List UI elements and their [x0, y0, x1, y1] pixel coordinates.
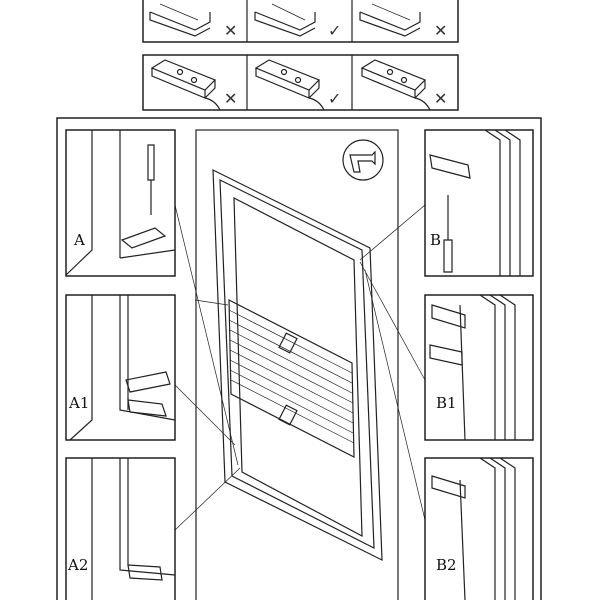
drill-icon [342, 139, 384, 181]
panel-label-b1: B1 [436, 394, 457, 412]
panel-a: A [65, 129, 176, 277]
incorrect-mark: ✕ [434, 89, 447, 108]
drill-icon-glyph [349, 150, 376, 173]
incorrect-mark: ✕ [224, 21, 237, 40]
panel-a1: A1 [65, 294, 176, 441]
correct-mark: ✓ [328, 21, 341, 40]
bracket-drawing [149, 3, 421, 37]
correct-mark: ✓ [328, 89, 341, 108]
panel-b2: B2 [424, 457, 534, 600]
incorrect-mark: ✕ [434, 21, 447, 40]
panel-label-a2: A2 [67, 556, 88, 574]
panel-label-a: A [73, 231, 85, 249]
bracket-comparison-bottom: ✕ ✓ ✕ [142, 54, 459, 111]
cover-drawing [150, 59, 431, 111]
panel-label-b2: B2 [436, 556, 457, 574]
panel-label-b: B [430, 231, 441, 249]
panel-b: B [424, 129, 534, 277]
incorrect-mark: ✕ [224, 89, 237, 108]
panel-a2: A2 [65, 457, 176, 600]
bracket-comparison-top: ✕ ✓ ✕ [142, 0, 459, 43]
panel-label-a1: A1 [68, 394, 89, 412]
window-panel [195, 129, 399, 600]
pleated-blind [228, 299, 355, 458]
panel-b1: B1 [424, 294, 534, 441]
